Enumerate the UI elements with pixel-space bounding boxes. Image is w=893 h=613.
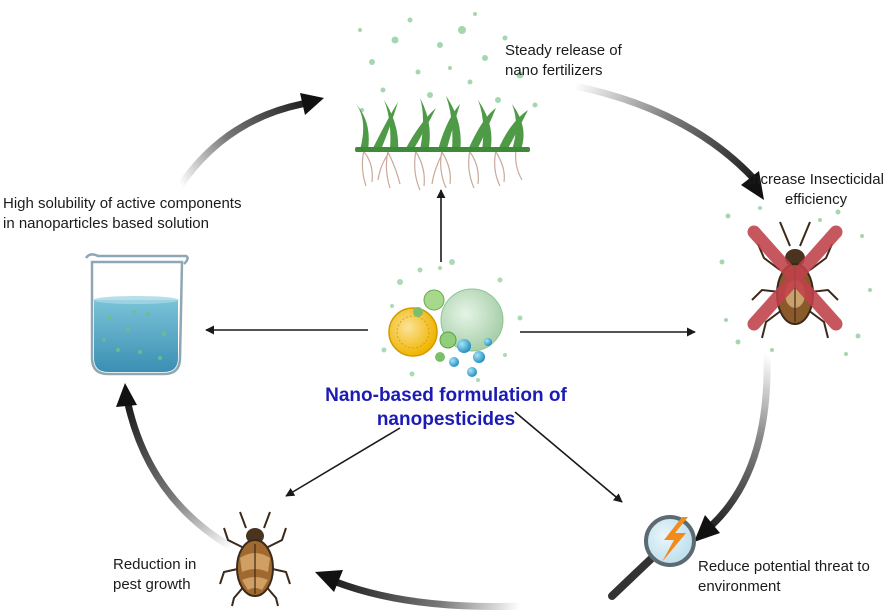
cycle-arrow-solubility-to-plants: [176, 100, 306, 190]
label-pest: Reduction in pest growth: [113, 555, 196, 595]
center-title-line2: nanopesticides: [376, 409, 516, 430]
label-solubility-line1: High solubility of active components: [3, 195, 242, 212]
large-particle-orange: [388, 307, 438, 357]
cycle-arrows: [116, 82, 771, 610]
arrow-to-threat: [514, 411, 623, 503]
large-particle-green: [440, 288, 504, 352]
beaker-particles: [102, 310, 166, 360]
label-threat: Reduce potential threat to environment: [698, 557, 870, 597]
grass-blades: [356, 96, 528, 152]
radial-arrows: [205, 189, 696, 503]
label-solubility: High solubility of active components in …: [3, 194, 241, 234]
grass-roots: [361, 149, 523, 191]
pest-insect-illustration: [219, 511, 291, 607]
magnifier-illustration: [608, 515, 696, 600]
beaker-liquid: [94, 300, 178, 372]
label-solubility-line2: in nanoparticles based solution: [3, 215, 209, 232]
center-title-line1: Nano-based formulation of: [325, 385, 567, 406]
center-title: Nano-based formulation of nanopesticides: [296, 384, 596, 432]
cycle-arrow-plants-to-insecticidal: [571, 82, 759, 184]
insect-legs: [751, 221, 839, 339]
arrow-to-pest: [285, 427, 401, 497]
beaker-glass: [90, 260, 184, 376]
nanoparticle-cluster: [381, 259, 523, 382]
label-plants-line1: Steady release of: [505, 42, 622, 59]
label-pest-line1: Reduction in: [113, 556, 197, 573]
cycle-arrowhead: [315, 570, 343, 592]
grass-plants-illustration: [355, 12, 538, 191]
red-cross: [747, 225, 843, 331]
label-pest-line2: pest growth: [113, 576, 191, 593]
cycle-arrowhead: [116, 383, 137, 407]
label-threat-line1: Reduce potential threat to: [698, 558, 870, 575]
crossed-insect-illustration: [719, 206, 872, 356]
cycle-arrow-insecticidal-to-threat: [708, 351, 771, 529]
cycle-arrowhead: [694, 515, 720, 542]
label-threat-line2: environment: [698, 578, 781, 595]
cycle-arrow-pest-to-solubility: [124, 400, 237, 552]
beaker-illustration: [84, 253, 189, 376]
plant-particles: [358, 12, 538, 112]
label-insecticidal-line1: Increase Insecticidal: [748, 171, 884, 188]
label-plants-line2: nano fertilizers: [505, 62, 603, 79]
cycle-arrowhead: [300, 93, 324, 115]
label-plants: Steady release of nano fertilizers: [505, 41, 622, 81]
label-insecticidal: Increase Insecticidal efficiency: [742, 170, 890, 210]
lightning-bolt: [662, 517, 688, 562]
label-insecticidal-line2: efficiency: [784, 191, 848, 208]
cycle-arrow-threat-to-pest: [332, 578, 524, 610]
cycle-arrowhead: [741, 171, 764, 200]
